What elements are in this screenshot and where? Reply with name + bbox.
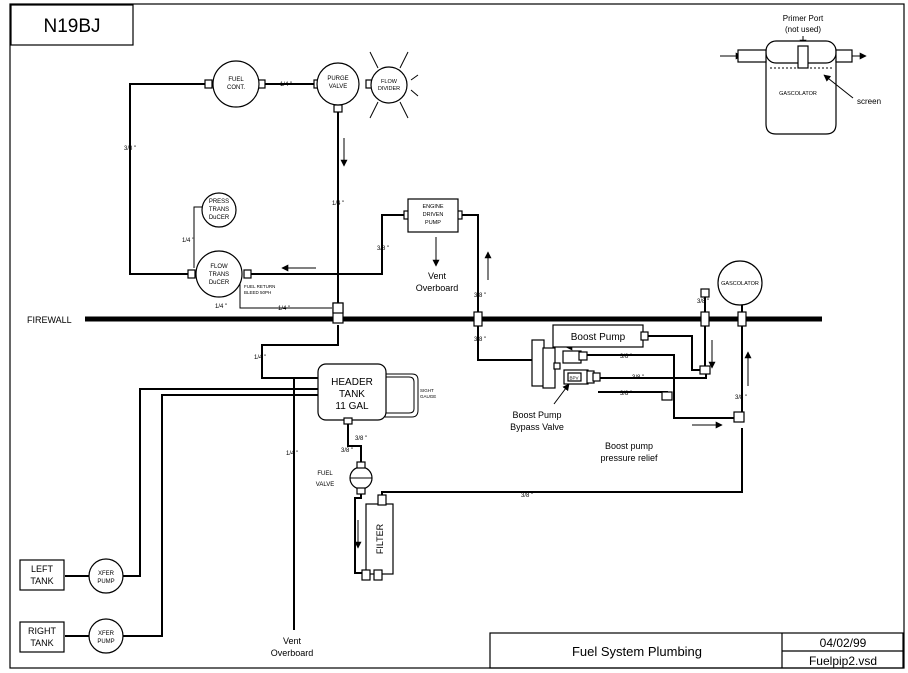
screen-label: screen — [857, 97, 881, 106]
press-transducer-label-1: PRESS — [209, 199, 229, 205]
aircraft-id-box: N19BJ — [10, 4, 134, 46]
edp-label-2: DRIVEN — [423, 212, 444, 218]
bypass-valve-label-1: Boost Pump — [512, 410, 561, 420]
right-xfer-label-1: XFER — [98, 631, 115, 637]
fuel-valve-label-2: VALVE — [316, 482, 334, 488]
size-label: 1/4 " — [332, 201, 344, 207]
left-xfer-label-2: PUMP — [97, 579, 114, 585]
size-label: 3/8 " — [632, 375, 644, 381]
flow-transducer-label-3: DuCER — [209, 280, 230, 286]
relief-label-1: Boost pump — [605, 441, 653, 451]
right-tank-label-2: TANK — [30, 638, 53, 648]
fuel-control: FUEL CONT. — [204, 60, 266, 108]
fuel-valve-label-1: FUEL — [317, 471, 333, 477]
title-block: Fuel System Plumbing 04/02/99 Fuelpip2.v… — [489, 632, 904, 669]
gascolator-detail: Primer Port (not used) GASCOLATOR screen — [720, 14, 881, 135]
right-xfer-pump: XFER PUMP — [88, 618, 124, 654]
left-tank-label-1: LEFT — [31, 564, 54, 574]
filter: FILTER — [361, 494, 394, 581]
firewall-fittings — [332, 302, 747, 327]
boost-pump-label: Boost Pump — [571, 332, 626, 343]
bypass-valve-tag: BPV — [569, 376, 578, 381]
primer-port-label-2: (not used) — [785, 25, 821, 34]
engine-driven-pump: ENGINE DRIVEN PUMP — [403, 198, 463, 233]
size-label: 3/8 " — [521, 493, 533, 499]
firewall: FIREWALL — [27, 315, 822, 325]
file-name: Fuelpip2.vsd — [809, 654, 877, 668]
fuel-valve — [349, 461, 373, 495]
header-tank: HEADER TANK 11 GAL — [317, 363, 387, 425]
boost-pump-assembly: Boost Pump BPV — [531, 324, 745, 423]
size-label: 3/8 " — [341, 448, 353, 454]
left-tank: LEFT TANK — [19, 559, 65, 591]
right-tank: RIGHT TANK — [19, 621, 65, 653]
right-tank-label-1: RIGHT — [28, 626, 57, 636]
gascolator-detail-label: GASCOLATOR — [779, 91, 817, 97]
edp-vent-label-2: Overboard — [416, 283, 459, 293]
fuel-lines — [65, 83, 743, 637]
purge-valve-label-2: VALVE — [329, 84, 347, 90]
size-label: 3/8 " — [377, 246, 389, 252]
sight-gauge-label-2: GAUGE — [420, 394, 436, 399]
flow-transducer-label-2: TRANS — [209, 272, 229, 278]
drawing-date: 04/02/99 — [820, 636, 867, 650]
sight-gauge-label-1: SIGHT — [420, 388, 434, 393]
fuel-control-label-1: FUEL — [228, 77, 244, 83]
relief-label-2: pressure relief — [600, 453, 658, 463]
size-label: 1/4 " — [280, 82, 292, 88]
size-label: 1/4 " — [254, 355, 266, 361]
line-size-labels: 1/4 " 3/8 " 1/4 " 1/4 " 3/8 " 1/4 " 1/4 … — [124, 82, 747, 499]
header-tank-label-2: TANK — [339, 389, 365, 400]
size-label: 3/8 " — [735, 395, 747, 401]
size-label: 3/8 " — [355, 436, 367, 442]
gascolator: GASCOLATOR — [700, 260, 763, 306]
aircraft-id: N19BJ — [43, 16, 100, 37]
left-xfer-pump: XFER PUMP — [88, 558, 124, 594]
drawing-border — [9, 3, 905, 669]
size-label: 3/8 " — [124, 146, 136, 152]
tank-vent-label-1: Vent — [283, 636, 302, 646]
firewall-label: FIREWALL — [27, 315, 72, 325]
size-label: 1/4 " — [182, 238, 194, 244]
flow-arrows — [281, 138, 752, 549]
purge-valve-label-1: PURGE — [327, 76, 348, 82]
header-tank-label-3: 11 GAL — [335, 401, 369, 412]
header-tank-label-1: HEADER — [331, 377, 373, 388]
flow-transducer: FLOW TRANS DuCER — [187, 250, 252, 298]
size-label: 1/4 " — [278, 306, 290, 312]
size-label: 3/8 " — [474, 293, 486, 299]
left-xfer-label-1: XFER — [98, 571, 115, 577]
edp-vent-label-1: Vent — [428, 271, 447, 281]
edp-label-1: ENGINE — [422, 204, 443, 210]
fuel-control-label-2: CONT. — [227, 85, 245, 91]
primer-port-label-1: Primer Port — [783, 14, 824, 23]
size-label: 3/8 " — [620, 391, 632, 397]
press-transducer-label-2: TRANS — [209, 207, 229, 213]
fuel-return-label-1: FUEL RETURN — [244, 284, 275, 289]
pressure-transducer: PRESS TRANS DuCER — [201, 192, 237, 228]
size-label: 1/4 " — [286, 451, 298, 457]
press-transducer-label-3: DuCER — [209, 215, 230, 221]
size-label: 3/8 " — [474, 337, 486, 343]
tank-vent-label-2: Overboard — [271, 648, 314, 658]
gascolator-label: GASCOLATOR — [721, 281, 759, 287]
drawing-title: Fuel System Plumbing — [572, 644, 702, 659]
bypass-valve-label-2: Bypass Valve — [510, 422, 564, 432]
flow-divider-label-2: DIVIDER — [378, 86, 400, 92]
right-xfer-label-2: PUMP — [97, 639, 114, 645]
size-label: 3/8 " — [620, 354, 632, 360]
fuel-return-label-2: BLEED 50PH — [244, 290, 271, 295]
size-label: 1/4 " — [215, 304, 227, 310]
flow-divider-label-1: FLOW — [381, 79, 398, 85]
purge-valve: PURGE VALVE — [313, 62, 373, 113]
left-tank-label-2: TANK — [30, 576, 53, 586]
flow-divider: FLOW DIVIDER — [369, 51, 419, 119]
edp-label-3: PUMP — [425, 220, 441, 226]
flow-transducer-label-1: FLOW — [210, 264, 228, 270]
size-label: 3/8 " — [697, 299, 709, 305]
filter-label: FILTER — [375, 523, 385, 554]
